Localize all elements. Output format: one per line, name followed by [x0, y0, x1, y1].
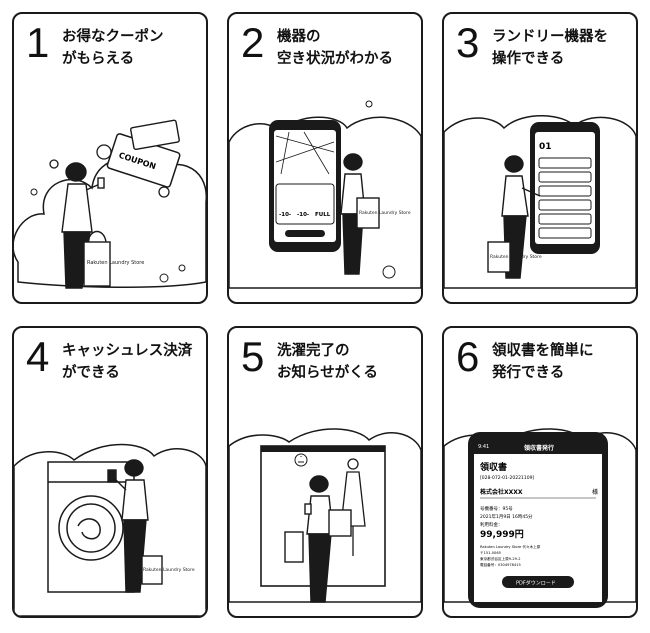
notification-illustration: [229, 428, 421, 603]
coupon-illustration: COUPON Rakuten Laundry Store: [14, 119, 206, 289]
availability-illustration: -10- -10- FULL Rakuten Laundry Store: [229, 100, 421, 289]
step-title-line2: 操作できる: [492, 51, 565, 67]
step-number: 6: [456, 333, 480, 380]
option-list: [538, 157, 592, 239]
coin: [158, 186, 170, 198]
bubble: [159, 273, 169, 283]
receipt-store: 電話番号：0304978415: [480, 562, 521, 567]
cloud-shape: [229, 116, 421, 289]
receipt-title: 領収書: [480, 461, 507, 473]
receipt-id: [028-072-01-20221109]: [480, 475, 534, 481]
step-title: 洗濯完了の お知らせがくる: [277, 340, 378, 384]
person: Rakuten Laundry Store: [487, 155, 542, 279]
step-number: 2: [241, 19, 265, 66]
cloud-shape: [14, 443, 206, 616]
machine-label: -10-: [297, 212, 309, 218]
step-title-line1: キャッシュレス決済: [62, 343, 193, 359]
person: Rakuten Laundry Store: [340, 153, 411, 275]
step-title: キャッシュレス決済 ができる: [62, 340, 192, 384]
step-title-line2: お知らせがくる: [277, 365, 378, 381]
receipt-illustration: 9:41 領収書発行 領収書 [028-072-01-20221109] 株式会…: [444, 428, 636, 608]
phone-header: [474, 438, 602, 454]
step-card-3: 3 ランドリー機器を 操作できる 01 Rakuten Laundry Stor…: [442, 12, 638, 304]
bubble: [178, 264, 186, 272]
step-card-2: 2 機器の 空き状況がわかる -10- -10- FULL Rakuten La…: [227, 12, 423, 304]
machine-control-illustration: 01 Rakuten Laundry Store: [444, 115, 636, 289]
step-title-line2: 空き状況がわかる: [277, 51, 393, 67]
coupon-ticket-back: [130, 119, 180, 151]
cloud-shape: [229, 428, 421, 603]
bag-label: Rakuten Laundry Store: [359, 210, 411, 216]
bubble: [30, 188, 38, 196]
step-card-1: 1 お得なクーポン がもらえる COUPON Rakuten Laundry S…: [12, 12, 208, 304]
step-number: 3: [456, 19, 480, 66]
bell-icon: [294, 453, 308, 467]
step-card-6: 6 領収書を簡単に 発行できる 9:41 領収書発行 領収書 [028-072-…: [442, 326, 638, 618]
receipt-date: 2021年1月9日 16時45分: [480, 513, 533, 520]
step-title: 領収書を簡単に 発行できる: [492, 340, 594, 384]
machine-label: -10-: [279, 212, 291, 218]
step-number: 1: [26, 19, 50, 66]
step-title-line1: 洗濯完了の: [277, 343, 350, 359]
receipt-honorific: 様: [592, 488, 598, 496]
phone-button: [285, 230, 325, 237]
bag-label: Rakuten Laundry Store: [87, 260, 144, 266]
receipt-company: 株式会社XXXX: [480, 488, 523, 496]
step-title-line1: ランドリー機器を: [492, 29, 608, 45]
receipt-store: 〒151-0065: [480, 551, 501, 555]
bubble: [365, 100, 373, 108]
coin: [49, 159, 59, 169]
receipt-amount-label: 利用料金：: [480, 521, 503, 528]
step-title-line2: 発行できる: [492, 365, 565, 381]
bag-label: Rakuten Laundry Store: [490, 254, 542, 260]
step-title-line1: お得なクーポン: [62, 29, 164, 45]
phone-screen: [535, 132, 595, 244]
step-number: 4: [26, 333, 50, 380]
machine-label: FULL: [315, 212, 331, 218]
status-time: 9:41: [478, 444, 489, 450]
map-lines: [275, 131, 335, 175]
step-title-line1: 機器の: [277, 29, 321, 45]
pdf-download-button[interactable]: [502, 576, 574, 588]
status-panel: [275, 183, 335, 225]
step-title: 機器の 空き状況がわかる: [277, 26, 393, 70]
bag-label: Rakuten Laundry Store: [143, 567, 195, 573]
shop-window-top: [261, 446, 385, 452]
bubble: [382, 265, 396, 279]
cashless-payment-illustration: Rakuten Laundry Store: [14, 443, 206, 616]
step-card-5: 5 洗濯完了の お知らせがくる: [227, 326, 423, 618]
person: [284, 475, 352, 603]
receipt-machine: 号機番号：95号: [480, 505, 513, 512]
person: Rakuten Laundry Store: [107, 459, 195, 593]
step-title-line2: がもらえる: [62, 51, 135, 67]
receipt-store: 東京都渋谷区上原9-29-2: [480, 556, 521, 561]
pdf-download-label: PDFダウンロード: [516, 580, 556, 587]
step-card-4: 4 キャッシュレス決済 ができる Rakuten Laundry Store: [12, 326, 208, 618]
receipt-amount: 99,999円: [480, 529, 524, 540]
receipt-header-title: 領収書発行: [523, 444, 554, 452]
step-title: お得なクーポン がもらえる: [62, 26, 164, 70]
coin: [96, 144, 112, 160]
machine-number: 01: [539, 142, 552, 152]
step-title: ランドリー機器を 操作できる: [492, 26, 608, 70]
receipt-store: Rakuten Laundry Store 代々木上原: [480, 544, 541, 549]
step-title-line2: ができる: [62, 365, 120, 381]
step-number: 5: [241, 333, 265, 380]
cloud-shape: [444, 115, 636, 289]
step-title-line1: 領収書を簡単に: [492, 343, 594, 359]
coupon-ticket: COUPON: [106, 133, 181, 188]
person: Rakuten Laundry Store: [61, 162, 144, 289]
washing-machine: [47, 461, 135, 593]
